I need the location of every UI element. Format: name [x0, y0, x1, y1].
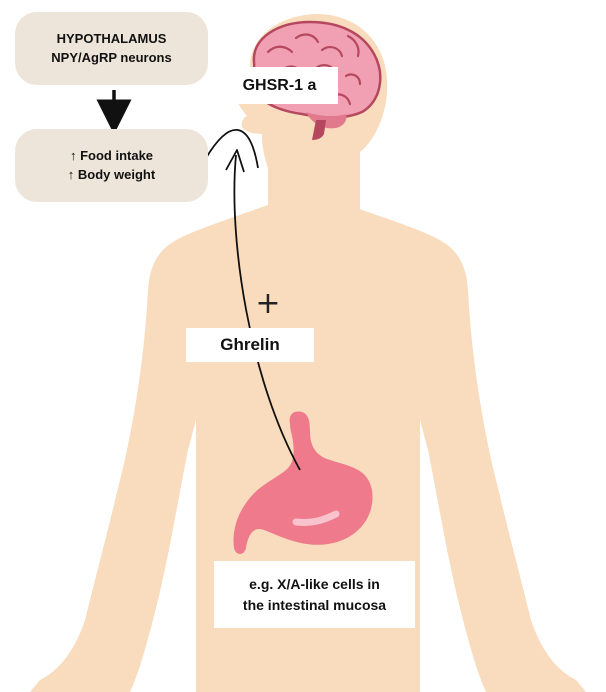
receptor-label: GHSR-1 a	[243, 77, 317, 95]
body-weight-label: ↑ Body weight	[68, 166, 155, 185]
source-cells-box: e.g. X/A-like cells in the intestinal mu…	[214, 561, 415, 628]
source-cells-line2: the intestinal mucosa	[243, 595, 386, 616]
ghrelin-label: Ghrelin	[220, 335, 280, 355]
hypothalamus-title: HYPOTHALAMUS	[57, 30, 167, 49]
plus-sign: +	[253, 287, 283, 321]
effects-box: ↑ Food intake ↑ Body weight	[15, 129, 208, 202]
receptor-box: GHSR-1 a	[221, 67, 338, 104]
receptor-to-effects-arrow	[206, 130, 258, 168]
food-intake-label: ↑ Food intake	[70, 147, 153, 166]
hypothalamus-neurons: NPY/AgRP neurons	[51, 49, 171, 68]
ghrelin-box: Ghrelin	[186, 328, 314, 362]
hypothalamus-box: HYPOTHALAMUS NPY/AgRP neurons	[15, 12, 208, 85]
source-cells-line1: e.g. X/A-like cells in	[249, 574, 380, 595]
